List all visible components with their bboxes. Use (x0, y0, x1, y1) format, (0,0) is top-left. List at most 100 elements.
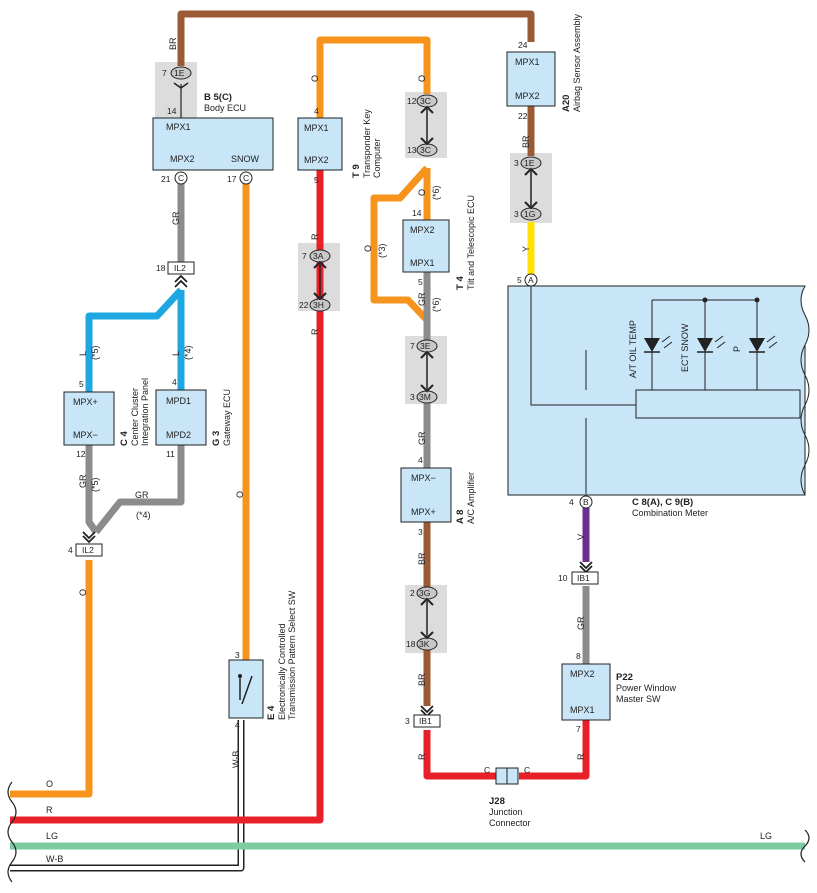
label-br-airbag: BR (521, 135, 531, 148)
label-note5-b: (*5) (90, 477, 100, 492)
svg-text:3E: 3E (420, 341, 431, 351)
wire-o-top (316, 36, 431, 118)
label-r-pw: R (576, 753, 586, 760)
svg-text:18: 18 (406, 639, 416, 649)
body-ecu-code: B 5(C) (204, 92, 232, 103)
svg-text:3H: 3H (313, 300, 324, 310)
svg-text:A 8: A 8 (455, 510, 466, 524)
svg-text:12: 12 (76, 449, 86, 459)
connector-ib1-right: IB1 10 (558, 561, 599, 585)
wire-wb-inner (10, 720, 243, 870)
svg-text:4: 4 (172, 377, 177, 387)
svg-text:A: A (528, 275, 534, 285)
svg-text:IL2: IL2 (174, 263, 186, 273)
tilt-telescopic-ecu: MPX2 MPX1 14 5 T 4 Tilt and Telescopic E… (402, 195, 476, 290)
svg-text:B: B (583, 497, 589, 507)
svg-text:Transmission Pattern Select SW: Transmission Pattern Select SW (287, 590, 297, 720)
svg-text:3: 3 (418, 527, 423, 537)
svg-text:IB1: IB1 (419, 716, 432, 726)
label-p: P (732, 346, 742, 352)
svg-text:MPX2: MPX2 (304, 155, 329, 165)
svg-text:C 4: C 4 (119, 431, 130, 447)
svg-text:Airbag Sensor Assembly: Airbag Sensor Assembly (572, 13, 582, 112)
svg-text:5: 5 (314, 175, 319, 185)
svg-text:3M: 3M (419, 392, 431, 402)
led-at-oil-temp-icon (644, 335, 673, 353)
svg-text:8: 8 (576, 651, 581, 661)
svg-text:5: 5 (418, 277, 423, 287)
svg-text:7: 7 (302, 251, 307, 261)
label-gr-center: GR (78, 474, 88, 488)
body-ecu-name: Body ECU (204, 103, 246, 113)
label-note5-a: (*5) (90, 345, 100, 360)
label-r-1: R (310, 233, 320, 240)
connector-1e-1g: 1E 3 1G 3 (514, 156, 542, 221)
svg-text:3C: 3C (420, 96, 431, 106)
ect-pattern-select-switch: 3 4 E 4 Electronically Controlled Transm… (228, 590, 297, 730)
label-gr-ac: GR (417, 431, 427, 445)
svg-text:Junction: Junction (489, 807, 523, 817)
svg-text:4: 4 (418, 455, 423, 465)
label-at-oil-temp: A/T OIL TEMP (628, 320, 638, 378)
svg-text:7: 7 (162, 68, 167, 78)
label-r-2: R (310, 328, 320, 335)
svg-text:Computer: Computer (372, 138, 382, 178)
label-o-1: O (310, 75, 320, 82)
svg-text:22: 22 (299, 300, 309, 310)
svg-text:MPX2: MPX2 (410, 225, 435, 235)
svg-text:MPD2: MPD2 (166, 430, 191, 440)
svg-text:A20: A20 (561, 95, 572, 112)
svg-text:C 8(A), C 9(B): C 8(A), C 9(B) (632, 497, 693, 508)
svg-text:MPX1: MPX1 (304, 123, 329, 133)
svg-text:Integration Panel: Integration Panel (140, 378, 150, 446)
svg-text:J28: J28 (489, 796, 505, 807)
wires (10, 10, 805, 872)
power-window-master-sw: MPX2 MPX1 8 7 P22 Power Window Master SW (561, 651, 677, 734)
connector-ib1-left: IB1 3 (405, 705, 441, 728)
body-ecu-snow: SNOW (231, 154, 260, 164)
svg-text:MPD1: MPD1 (166, 396, 191, 406)
svg-text:LG: LG (760, 831, 772, 841)
svg-text:W-B: W-B (46, 854, 63, 864)
svg-text:14: 14 (412, 208, 422, 218)
body-ecu-c1: C (178, 173, 184, 183)
wire-gr-center (85, 445, 99, 535)
svg-text:4: 4 (569, 497, 574, 507)
svg-text:E 4: E 4 (266, 705, 277, 720)
connector-1e-top: 1E 7 (162, 66, 192, 89)
svg-text:Center Cluster: Center Cluster (130, 388, 140, 446)
svg-text:C: C (524, 765, 530, 775)
svg-text:MPX−: MPX− (73, 430, 98, 440)
airbag-sensor-assembly: MPX1 MPX2 24 22 A20 Airbag Sensor Assemb… (506, 13, 582, 121)
combination-meter: A 5 A/T OIL TEMP ECT SNOW P B 4 C 8(A), … (507, 273, 810, 518)
svg-text:3K: 3K (419, 639, 430, 649)
svg-text:1E: 1E (174, 68, 185, 78)
label-o-snow: O (235, 491, 245, 498)
body-ecu-pin14: 14 (167, 106, 177, 116)
label-note4-b: (*4) (136, 510, 151, 520)
label-gr-tilt: GR (417, 292, 427, 306)
svg-text:24: 24 (518, 40, 528, 50)
connector-3g-3k: 3G 2 3K 18 (406, 586, 438, 651)
label-o-2: O (417, 75, 427, 82)
junction-connector: C C J28 Junction Connector (484, 765, 531, 828)
svg-text:MPX−: MPX− (411, 473, 436, 483)
svg-text:13: 13 (407, 145, 417, 155)
svg-text:A/C Amplifier: A/C Amplifier (466, 472, 476, 524)
body-ecu-pin21: 21 (161, 174, 171, 184)
svg-text:Tilt and Telescopic ECU: Tilt and Telescopic ECU (466, 195, 476, 290)
svg-text:5: 5 (517, 275, 522, 285)
label-r-junction: R (417, 753, 427, 760)
svg-text:P22: P22 (616, 672, 633, 683)
svg-text:Combination Meter: Combination Meter (632, 508, 708, 518)
svg-text:3A: 3A (313, 251, 324, 261)
label-o-4: O (363, 245, 373, 252)
break-line-right (800, 829, 810, 863)
svg-text:3: 3 (410, 392, 415, 402)
svg-text:IB1: IB1 (577, 573, 590, 583)
svg-text:3: 3 (514, 158, 519, 168)
body-ecu-mpx2: MPX2 (170, 154, 195, 164)
svg-text:MPX+: MPX+ (411, 507, 436, 517)
label-br-ib1: BR (417, 673, 427, 686)
